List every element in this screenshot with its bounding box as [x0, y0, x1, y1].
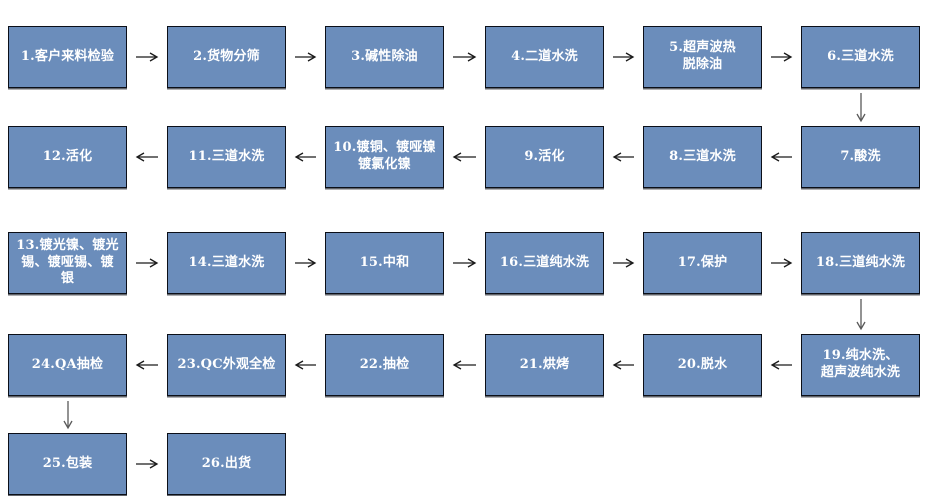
- flow-node-label: 19.纯水洗、 超声波纯水洗: [820, 348, 901, 380]
- flow-node-18: 18.三道纯水洗: [801, 232, 920, 294]
- flow-node-label: 11.三道水洗: [188, 148, 265, 164]
- flow-arrow-left-icon: [294, 360, 316, 370]
- flow-node-23: 23.QC外观全检: [167, 334, 286, 396]
- flow-arrow-down-icon: [855, 93, 866, 123]
- flow-node-label: 17.保护: [677, 254, 728, 270]
- flow-node-label: 13.镀光镍、镀光 锡、镀哑锡、镀 银: [16, 238, 119, 287]
- flow-node-8: 8.三道水洗: [643, 126, 762, 188]
- flow-node-label: 7.酸洗: [840, 148, 881, 164]
- flow-arrow-left-icon: [612, 152, 634, 162]
- flow-arrow-left-icon: [770, 360, 792, 370]
- flow-arrow-right-icon: [771, 258, 793, 268]
- flow-node-3: 3.碱性除油: [325, 26, 444, 88]
- flow-node-1: 1.客户来料检验: [8, 26, 127, 88]
- flow-node-21: 21.烘烤: [485, 334, 604, 396]
- flow-arrow-right-icon: [136, 459, 159, 469]
- flow-node-26: 26.出货: [167, 433, 286, 495]
- flow-node-label: 1.客户来料检验: [20, 48, 115, 64]
- flow-node-label: 21.烘烤: [519, 356, 570, 372]
- flow-node-label: 10.镀铜、镀哑镍 镀氯化镍: [333, 140, 436, 172]
- flow-arrow-right-icon: [613, 52, 635, 62]
- flow-node-label: 8.三道水洗: [669, 148, 736, 164]
- flow-arrow-left-icon: [135, 360, 158, 370]
- flow-node-label: 23.QC外观全检: [177, 356, 276, 372]
- flow-arrow-right-icon: [295, 258, 317, 268]
- flow-arrow-right-icon: [295, 52, 317, 62]
- flow-node-9: 9.活化: [485, 126, 604, 188]
- flow-arrow-left-icon: [770, 152, 792, 162]
- flow-node-label: 22.抽检: [359, 356, 410, 372]
- flow-node-label: 24.QA抽检: [31, 356, 104, 372]
- flow-node-7: 7.酸洗: [801, 126, 920, 188]
- flow-arrow-right-icon: [136, 52, 159, 62]
- flow-node-5: 5.超声波热 脱除油: [643, 26, 762, 88]
- flow-arrow-left-icon: [135, 152, 158, 162]
- flow-node-label: 3.碱性除油: [351, 48, 418, 64]
- flow-node-16: 16.三道纯水洗: [485, 232, 604, 294]
- flow-node-label: 9.活化: [524, 148, 565, 164]
- flow-arrow-right-icon: [771, 52, 793, 62]
- flow-node-24: 24.QA抽检: [8, 334, 127, 396]
- flow-node-10: 10.镀铜、镀哑镍 镀氯化镍: [325, 126, 444, 188]
- flow-arrow-right-icon: [453, 52, 477, 62]
- flow-arrow-left-icon: [294, 152, 316, 162]
- flow-arrow-right-icon: [613, 258, 635, 268]
- flow-node-17: 17.保护: [643, 232, 762, 294]
- flow-arrow-left-icon: [452, 152, 476, 162]
- flow-node-11: 11.三道水洗: [167, 126, 286, 188]
- flow-node-label: 5.超声波热 脱除油: [669, 40, 736, 72]
- flow-node-label: 16.三道纯水洗: [499, 254, 590, 270]
- flow-arrow-down-icon: [62, 401, 73, 430]
- flow-arrow-left-icon: [612, 360, 634, 370]
- flow-node-25: 25.包装: [8, 433, 127, 495]
- flow-node-label: 15.中和: [359, 254, 410, 270]
- flow-node-label: 20.脱水: [677, 356, 728, 372]
- flow-node-label: 4.二道水洗: [511, 48, 578, 64]
- flow-arrow-right-icon: [453, 258, 477, 268]
- flow-arrow-down-icon: [855, 299, 866, 331]
- flow-arrow-right-icon: [136, 258, 159, 268]
- flow-node-label: 18.三道纯水洗: [815, 254, 906, 270]
- flow-node-6: 6.三道水洗: [801, 26, 920, 88]
- flow-node-12: 12.活化: [8, 126, 127, 188]
- flow-node-label: 6.三道水洗: [827, 48, 894, 64]
- flow-node-13: 13.镀光镍、镀光 锡、镀哑锡、镀 银: [8, 232, 127, 294]
- flow-node-22: 22.抽检: [325, 334, 444, 396]
- flow-node-2: 2.货物分筛: [167, 26, 286, 88]
- flow-node-14: 14.三道水洗: [167, 232, 286, 294]
- flow-node-label: 12.活化: [42, 148, 93, 164]
- flow-arrow-left-icon: [452, 360, 476, 370]
- flow-node-label: 14.三道水洗: [188, 254, 265, 270]
- flow-node-19: 19.纯水洗、 超声波纯水洗: [801, 334, 920, 396]
- flow-node-label: 2.货物分筛: [193, 48, 260, 64]
- flow-node-15: 15.中和: [325, 232, 444, 294]
- flow-node-4: 4.二道水洗: [485, 26, 604, 88]
- flow-node-label: 25.包装: [42, 455, 93, 471]
- flow-node-20: 20.脱水: [643, 334, 762, 396]
- flow-node-label: 26.出货: [201, 455, 252, 471]
